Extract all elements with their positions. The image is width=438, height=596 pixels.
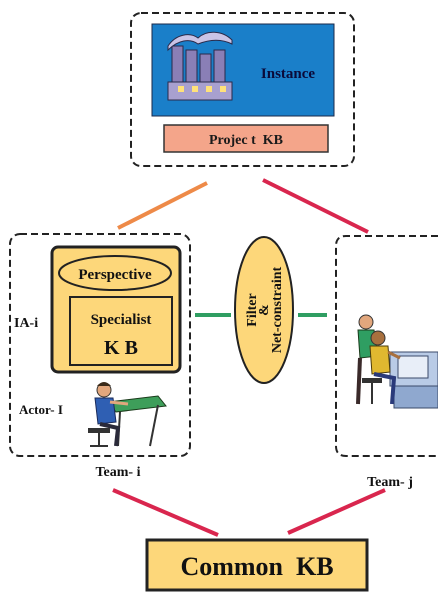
- team-j-container: Team- j: [335, 235, 438, 490]
- perspective-label: Perspective: [78, 267, 152, 283]
- link-team-i-common-kb: [112, 488, 219, 537]
- common-kb-box: Common KB: [145, 538, 369, 592]
- project-kb-label: Projec t KB: [209, 133, 283, 148]
- team-i-container: Perspective Specialist K B IA-i Actor- I…: [9, 233, 191, 480]
- instance-label: Instance: [261, 66, 316, 82]
- ia-i-label: IA-i: [14, 316, 38, 331]
- team-j-label: Team- j: [367, 475, 413, 490]
- filter-line2: &: [257, 304, 272, 316]
- project-kb-box: [163, 124, 329, 153]
- filter-node: Filter & Net-constraint: [234, 236, 294, 384]
- specialist-kb-label: K B: [104, 337, 138, 359]
- filter-line3: Net-constraint: [270, 267, 285, 354]
- specialist-label: Specialist: [91, 312, 152, 328]
- link-team-j-common-kb: [287, 488, 386, 535]
- filter-line1: Filter: [245, 293, 260, 326]
- actor-label: Actor- I: [19, 402, 63, 417]
- instance-container: Instance Projec t KB: [130, 12, 355, 167]
- people-at-computer-icon: [356, 314, 438, 409]
- factory-icon: [167, 31, 233, 101]
- link-instance-team-i: [117, 181, 208, 230]
- team-i-label: Team- i: [96, 465, 141, 480]
- specialist-kb-box: [69, 296, 173, 366]
- person-at-drafting-table-icon: [88, 382, 167, 447]
- link-instance-team-j: [262, 178, 369, 234]
- common-kb-label: Common KB: [180, 552, 333, 581]
- perspective-ellipse: [58, 255, 172, 291]
